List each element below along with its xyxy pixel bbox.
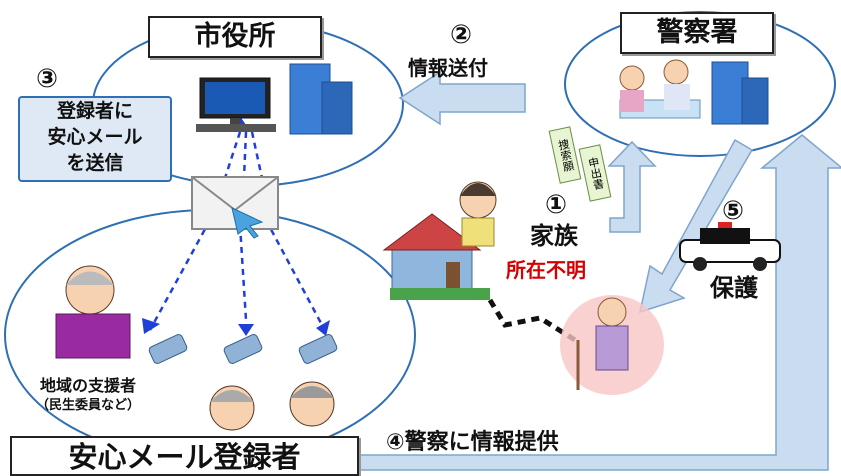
step1-label: 家族	[530, 222, 578, 250]
step3-number: ③	[36, 64, 59, 94]
step2-label: 情報送付	[408, 56, 488, 80]
computer-icon	[196, 77, 276, 132]
supporters-sublabel: （民生委員など）	[36, 398, 141, 413]
info-provide-arrow	[344, 134, 841, 471]
callout-line-2: 安心メール	[47, 126, 143, 148]
elderly-missing-person-icon	[560, 295, 664, 395]
step2-number: ②	[450, 20, 473, 50]
step4-number: ④	[386, 430, 405, 455]
city-building-icon	[289, 63, 353, 135]
registrants-title: 安心メール登録者	[10, 436, 359, 476]
police-building-icon	[711, 61, 769, 125]
step5-number: ⑤	[722, 196, 745, 226]
callout-line-3: を送信	[66, 152, 124, 174]
envelope-icon	[191, 176, 279, 239]
mobile-phone-icons	[148, 334, 338, 364]
step1-number: ①	[545, 190, 568, 220]
email-dashed-arrows	[148, 131, 324, 331]
police-officers-icon	[619, 59, 701, 119]
callout-line-1: 登録者に	[56, 100, 133, 122]
house-icon	[382, 213, 490, 300]
police-car-icon	[679, 222, 781, 271]
step5-label: 保護	[710, 274, 758, 302]
local-supporter-icon	[55, 265, 131, 359]
step4-text: 警察に情報提供	[404, 430, 559, 455]
protect-arrow	[638, 138, 754, 314]
city-hall-title: 市役所	[148, 16, 322, 58]
wander-path	[487, 298, 577, 343]
send-mail-callout: 登録者に 安心メール を送信	[18, 96, 172, 182]
registrant-faces-icon	[209, 381, 335, 431]
step4-label: ④警察に情報提供	[386, 424, 559, 456]
missing-label: 所在不明	[506, 258, 586, 282]
supporters-label: 地域の支援者	[40, 376, 137, 395]
family-report-arrow	[607, 140, 657, 233]
info-send-arrow	[398, 70, 526, 126]
police-title: 警察署	[620, 12, 774, 54]
family-member-icon	[459, 181, 497, 247]
